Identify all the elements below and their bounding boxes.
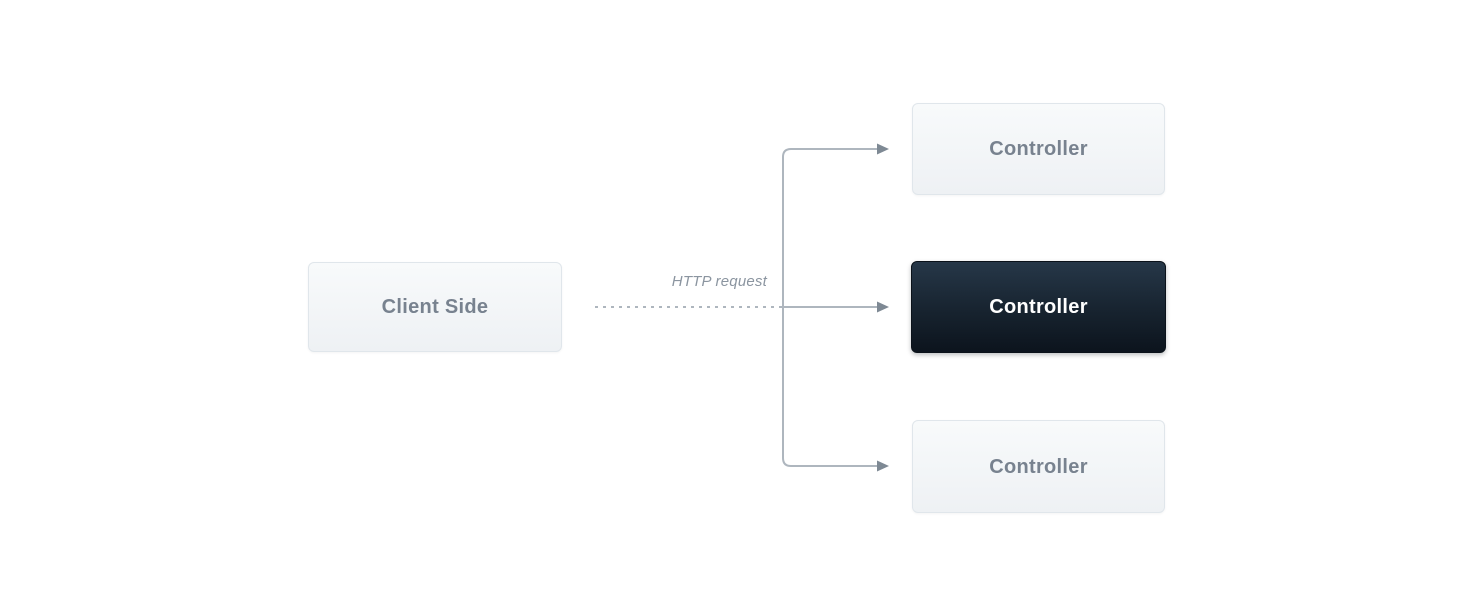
controller-label: Controller (989, 455, 1088, 478)
arrowhead-top-icon (877, 143, 889, 155)
arrowhead-bottom-icon (877, 460, 889, 472)
controller-node-bottom: Controller (912, 420, 1165, 513)
branch-bottom-line (782, 307, 877, 467)
client-side-label: Client Side (381, 296, 489, 318)
controller-node-top: Controller (912, 103, 1165, 195)
client-side-node: Client Side (308, 262, 562, 352)
http-request-label: HTTP request (671, 273, 767, 290)
arrowhead-middle-icon (877, 301, 889, 313)
controller-node-middle-active: Controller (911, 261, 1166, 353)
branch-top-line (782, 148, 877, 307)
controller-label: Controller (989, 138, 1088, 160)
controller-label: Controller (989, 296, 1088, 318)
